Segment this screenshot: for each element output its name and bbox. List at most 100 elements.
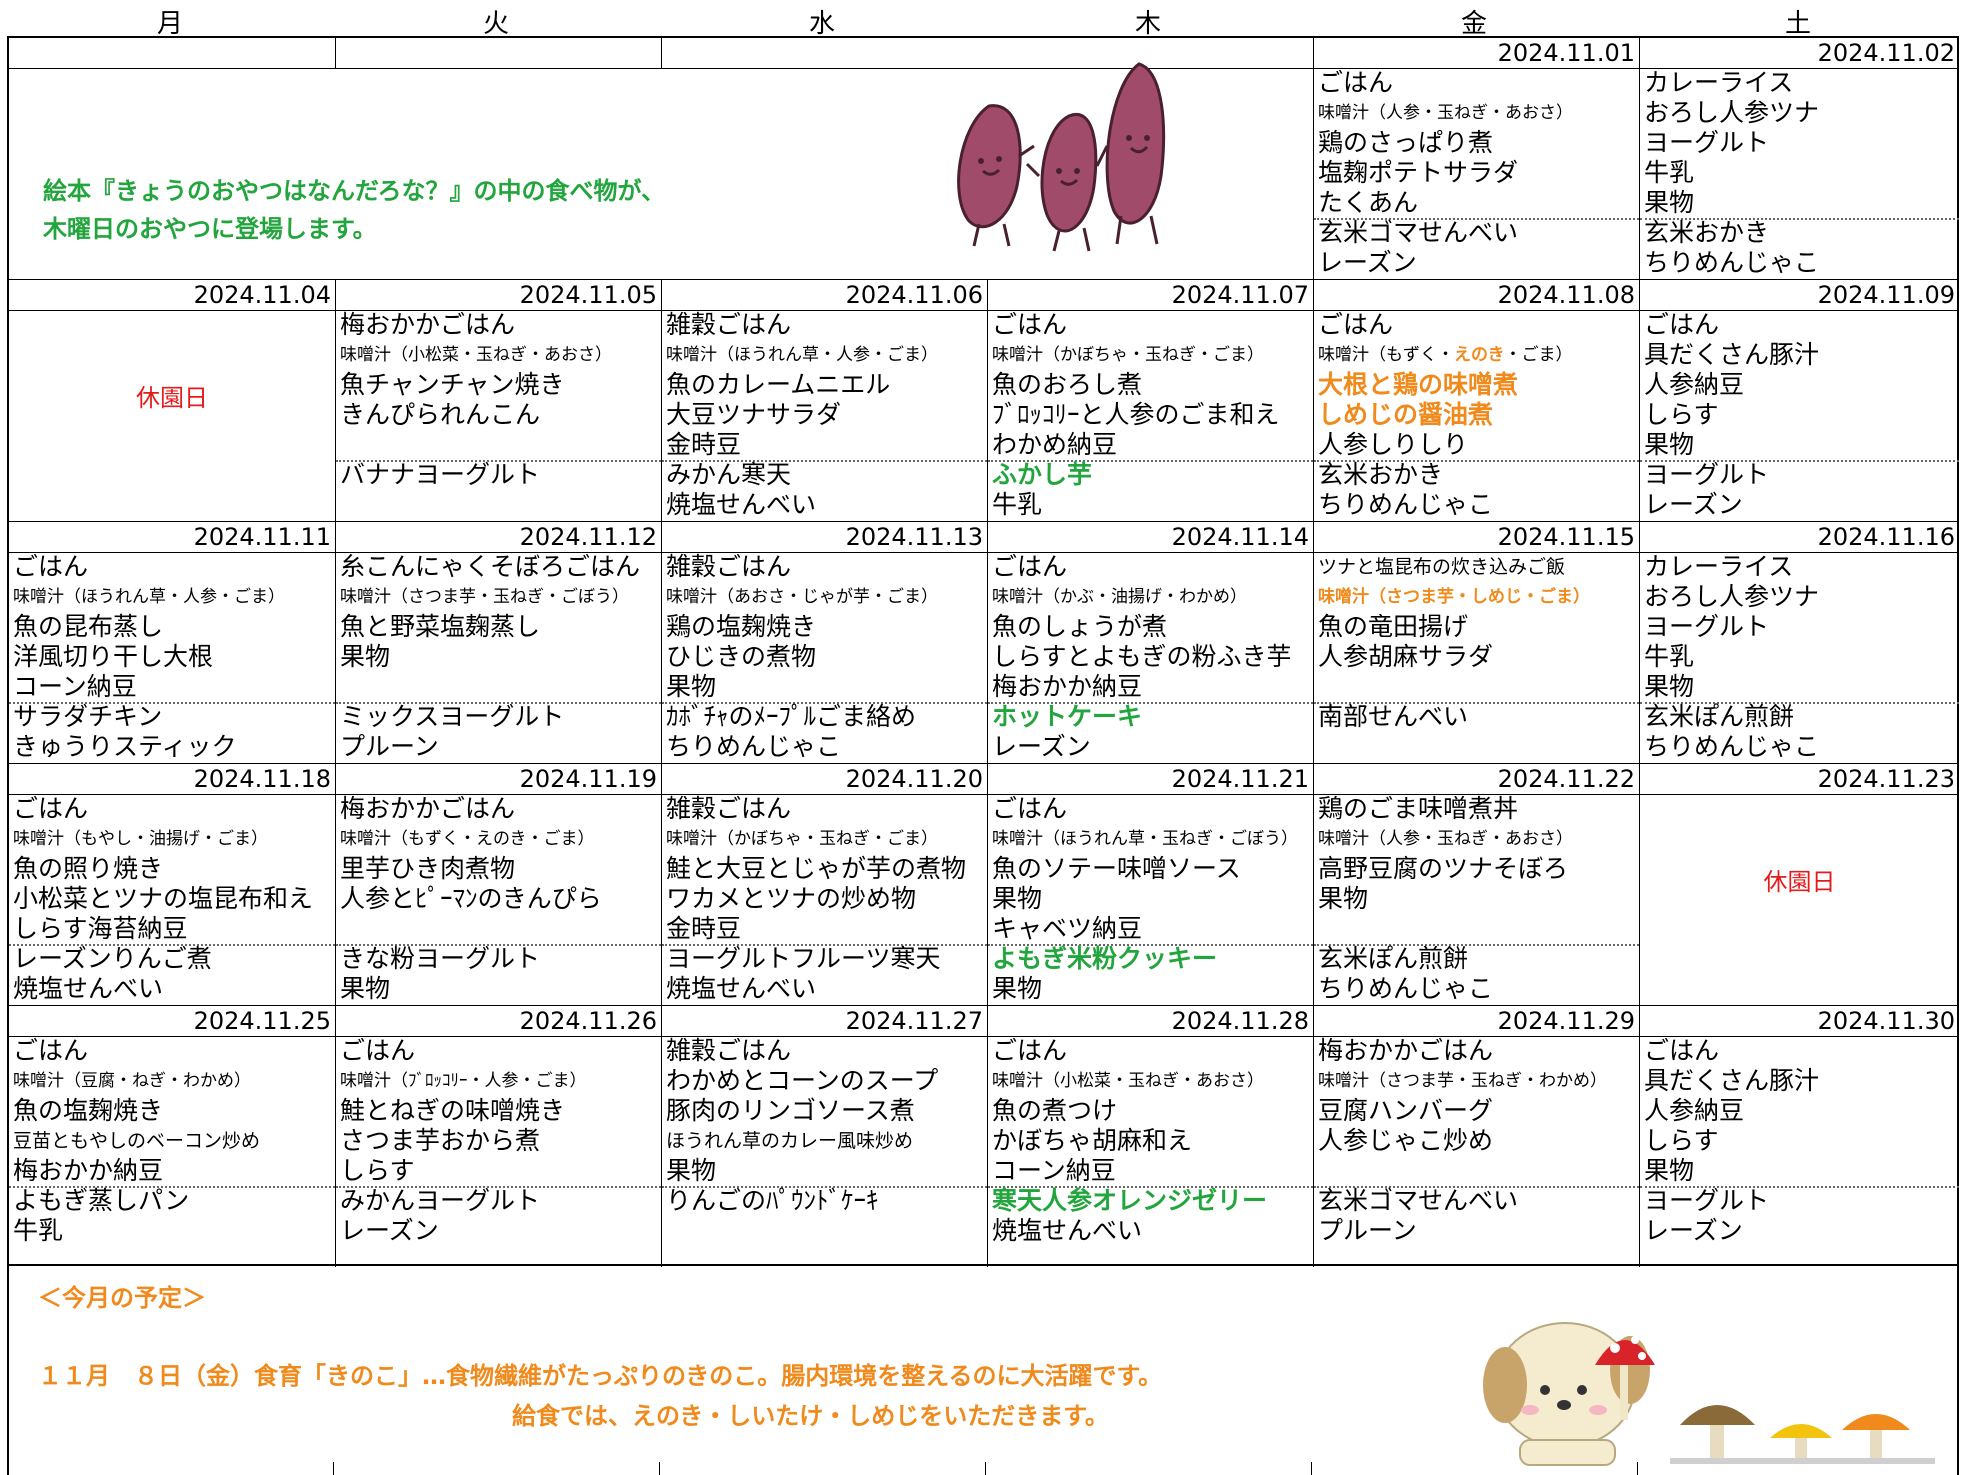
menu-item: 金時豆 (666, 430, 742, 459)
soup-item: 味噌汁（もずく・えのき・ごま） (1318, 345, 1573, 365)
menu-item: 牛乳 (1644, 642, 1695, 671)
menu-item: おろし人参ツナ (1644, 582, 1820, 611)
day-cell-empty (661, 38, 987, 68)
menu-item: さつま芋おから煮 (340, 1126, 541, 1155)
day-cell-2024-11-18: 2024.11.18 ごはん 味噌汁（もやし・油揚げ・ごま） 魚の照り焼き 小松… (9, 764, 335, 1006)
menu-item: コーン納豆 (992, 1156, 1116, 1185)
snack-item: ちりめんじゃこ (666, 732, 842, 761)
day-cell-2024-11-19: 2024.11.19 梅おかかごはん 味噌汁（もずく・えのき・ごま） 里芋ひき肉… (335, 764, 661, 1006)
menu-item: 魚の竜田揚げ (1318, 612, 1469, 641)
menu-item: 果物 (1644, 188, 1695, 217)
menu-item: 魚の塩麹焼き (13, 1096, 164, 1125)
day-cell-2024-11-02: 2024.11.02 カレーライス おろし人参ツナ ヨーグルト 牛乳 果物 玄米… (1639, 38, 1959, 279)
menu-item: かぼちゃ胡麻和え (992, 1126, 1193, 1155)
lunch-menu: ごはん 味噌汁（ﾌﾞﾛｯｺﾘｰ・人参・ごま） 鮭とねぎの味噌焼き さつま芋おから… (340, 1036, 661, 1186)
lunch-menu: ごはん 具だくさん豚汁 人参納豆 しらす 果物 (1644, 1036, 1959, 1186)
snack-item-storybook: ふかし芋 (992, 460, 1093, 489)
lunch-menu: ごはん 味噌汁（豆腐・ねぎ・わかめ） 魚の塩麹焼き 豆苗ともやしのベーコン炒め … (13, 1036, 335, 1186)
snack-item: 玄米ゴマせんべい (1318, 1186, 1519, 1215)
snack-menu: ふかし芋 牛乳 (992, 460, 1313, 520)
menu-item: 果物 (1318, 884, 1369, 913)
day-cell-2024-11-05: 2024.11.05 梅おかかごはん 味噌汁（小松菜・玉ねぎ・あおさ） 魚チャン… (335, 280, 661, 522)
snack-item: レーズン (1318, 248, 1417, 277)
menu-item-mushroom: しめじの醤油煮 (1318, 400, 1494, 429)
menu-item: ごはん (1318, 68, 1394, 97)
snack-item: プルーン (1318, 1216, 1417, 1245)
menu-item: 塩麹ポテトサラダ (1318, 158, 1519, 187)
snack-item: よもぎ蒸しパン (13, 1186, 190, 1215)
menu-item: 人参納豆 (1644, 370, 1745, 399)
weekday-wed: 水 (808, 9, 835, 39)
snack-item: みかんヨーグルト (340, 1186, 541, 1215)
menu-item: 梅おかかごはん (340, 310, 516, 339)
day-cell-2024-11-15: 2024.11.15 ツナと塩昆布の炊き込みご飯 味噌汁（さつま芋・しめじ・ごま… (1313, 522, 1639, 764)
menu-item: 豆腐ハンバーグ (1318, 1096, 1494, 1125)
soup-item: 味噌汁（ほうれん草・人参・ごま） (666, 345, 938, 365)
snack-menu: きな粉ヨーグルト 果物 (340, 944, 661, 1004)
menu-item: 果物 (1644, 672, 1695, 701)
menu-item: 梅おかかごはん (1318, 1036, 1494, 1065)
lunch-menu: カレーライス おろし人参ツナ ヨーグルト 牛乳 果物 (1644, 552, 1959, 702)
snack-menu: サラダチキン きゅうりスティック (13, 702, 335, 762)
lunch-menu: ごはん 味噌汁（ほうれん草・人参・ごま） 魚の昆布蒸し 洋風切り干し大根 コーン… (13, 552, 335, 702)
menu-item: 大豆ツナサラダ (666, 400, 842, 429)
menu-item: ごはん (992, 1036, 1068, 1065)
snack-menu: ヨーグルト レーズン (1644, 460, 1959, 520)
snack-item: ちりめんじゃこ (1644, 248, 1820, 277)
snack-menu: りんごのﾊﾟｳﾝﾄﾞｹｰｷ (666, 1186, 987, 1216)
soup-item: 味噌汁（かぼちゃ・玉ねぎ・ごま） (666, 829, 938, 849)
day-cell-2024-11-27: 2024.11.27 雑穀ごはん わかめとコーンのスープ 豚肉のリンゴソース煮 … (661, 1006, 987, 1267)
snack-menu: 玄米おかき ちりめんじゃこ (1318, 460, 1639, 520)
menu-item: 果物 (666, 672, 717, 701)
menu-item: 魚のおろし煮 (992, 370, 1143, 399)
snack-item: 焼塩せんべい (992, 1216, 1143, 1245)
menu-item: ﾌﾞﾛｯｺﾘｰと人参のごま和え (992, 400, 1280, 429)
menu-item: コーン納豆 (13, 672, 137, 701)
menu-item: 糸こんにゃくそぼろごはん (340, 552, 641, 581)
holiday-label: 休園日 (1763, 868, 1836, 896)
snack-item-storybook: ホットケーキ (992, 702, 1143, 731)
date-label: 2024.11.23 (1817, 765, 1955, 793)
day-cell-2024-11-20: 2024.11.20 雑穀ごはん 味噌汁（かぼちゃ・玉ねぎ・ごま） 鮭と大豆とじ… (661, 764, 987, 1006)
snack-menu: 玄米ぽん煎餅 ちりめんじゃこ (1644, 702, 1959, 762)
sweet-potato-characters-illustration (957, 62, 1166, 252)
date-label: 2024.11.12 (519, 523, 657, 551)
snack-item: プルーン (340, 732, 439, 761)
menu-item: 魚のカレームニエル (666, 370, 891, 399)
menu-item: カレーライス (1644, 552, 1794, 581)
week-row-2: 2024.11.11 ごはん 味噌汁（ほうれん草・人参・ごま） 魚の昆布蒸し 洋… (9, 521, 1959, 764)
menu-item: ごはん (992, 310, 1068, 339)
lunch-menu: カレーライス おろし人参ツナ ヨーグルト 牛乳 果物 (1644, 68, 1959, 218)
weekday-mon: 月 (156, 9, 183, 39)
menu-item: しらす (1644, 400, 1719, 429)
monthly-plan-box (7, 1266, 1959, 1475)
snack-item: 焼塩せんべい (666, 974, 817, 1003)
menu-item: 雑穀ごはん (666, 552, 792, 581)
lunch-menu: 鶏のごま味噌煮丼 味噌汁（人参・玉ねぎ・あおさ） 高野豆腐のツナそぼろ 果物 (1318, 794, 1639, 914)
snack-item: 玄米おかき (1318, 460, 1444, 489)
menu-item: 梅おかか納豆 (992, 672, 1143, 701)
menu-item: 高野豆腐のツナそぼろ (1318, 854, 1569, 883)
snack-item: きな粉ヨーグルト (340, 944, 541, 973)
puppy-mushroom-illustration (1483, 1322, 1935, 1466)
day-cell-2024-11-01: 2024.11.01 ごはん 味噌汁（人参・玉ねぎ・あおさ） 鶏のさっぱり煮 塩… (1313, 38, 1639, 279)
day-cell-2024-11-21: 2024.11.21 ごはん 味噌汁（ほうれん草・玉ねぎ・ごぼう） 魚のソテー味… (987, 764, 1313, 1006)
menu-item: 人参じゃこ炒め (1318, 1126, 1494, 1155)
soup-item: 味噌汁（あおさ・じゃが芋・ごま） (666, 587, 938, 607)
menu-item: カレーライス (1644, 68, 1794, 97)
menu-item: 魚と野菜塩麹蒸し (340, 612, 541, 641)
week-row-0: 絵本『きょうのおやつはなんだろな？』の中の食べ物が、 木曜日のおやつに登場します… (9, 38, 1959, 279)
lunch-menu: ごはん 味噌汁（もやし・油揚げ・ごま） 魚の照り焼き 小松菜とツナの塩昆布和え … (13, 794, 335, 944)
day-cell-2024-11-13: 2024.11.13 雑穀ごはん 味噌汁（あおさ・じゃが芋・ごま） 鶏の塩麹焼き… (661, 522, 987, 764)
day-cell-2024-11-08: 2024.11.08 ごはん 味噌汁（もずく・えのき・ごま） 大根と鶏の味噌煮 … (1313, 280, 1639, 522)
menu-item: 人参とﾋﾟｰﾏﾝのきんぴら (340, 884, 602, 913)
date-label: 2024.11.21 (1171, 765, 1309, 793)
snack-item: レーズン (1644, 1216, 1743, 1245)
snack-item: 玄米ぽん煎餅 (1644, 702, 1795, 731)
day-cell-empty (335, 38, 661, 68)
menu-item: 里芋ひき肉煮物 (340, 854, 516, 883)
lunch-menu: ごはん 味噌汁（ほうれん草・玉ねぎ・ごぼう） 魚のソテー味噌ソース 果物 キャベ… (992, 794, 1313, 944)
snack-item: サラダチキン (13, 702, 163, 731)
snack-menu: よもぎ米粉クッキー 果物 (992, 944, 1313, 1004)
snack-menu: ｶﾎﾞﾁｬのﾒｰﾌﾟﾙごま絡め ちりめんじゃこ (666, 702, 987, 762)
